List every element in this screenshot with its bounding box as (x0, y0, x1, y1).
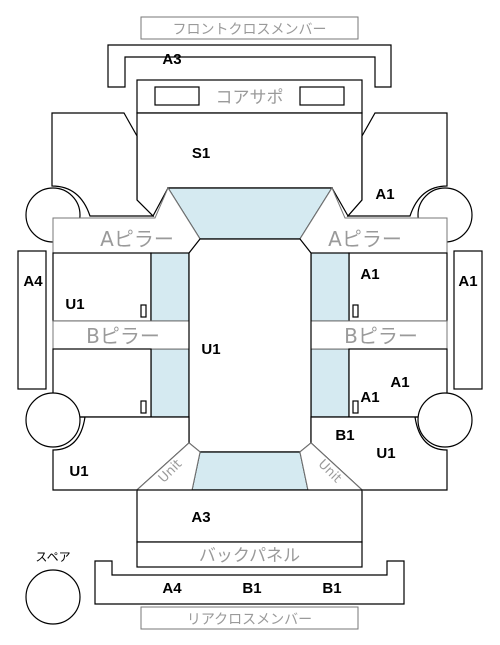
rear-left-window (150, 348, 190, 418)
front-left-window (150, 252, 190, 322)
left-side-code: A4 (23, 273, 43, 290)
roof-code: U1 (201, 341, 220, 358)
spare-tire (25, 569, 81, 625)
front-right-window (310, 252, 350, 322)
front-left-door-handle (140, 304, 147, 318)
rear-right-quarter-code-b: B1 (335, 427, 354, 444)
front-right-door-code: A1 (360, 266, 379, 283)
back-panel-label: バックパネル (199, 546, 300, 566)
rear-left-wheel (25, 392, 81, 448)
rear-bracket-code-right: B1 (322, 580, 341, 597)
front-cross-member-label: フロントクロスメンバー (173, 22, 327, 38)
hood-code: S1 (192, 145, 210, 162)
core-support-label: コアサポ (216, 88, 284, 108)
trunk-panel (136, 489, 363, 543)
left-side-strip (17, 250, 47, 390)
back-panel-box (136, 541, 363, 568)
rear-left-quarter-code: U1 (69, 463, 88, 480)
rear-right-window (310, 348, 350, 418)
rear-right-quarter-code-u: U1 (376, 445, 395, 462)
front-bracket (107, 44, 392, 88)
front-left-door (52, 252, 152, 322)
rear-right-door-code-2: A1 (360, 389, 379, 406)
a-pillar-right-label: Aピラー (328, 227, 402, 251)
right-side-code: A1 (458, 273, 477, 290)
core-support-left-hole (154, 86, 200, 106)
rear-right-door-code-1: A1 (390, 374, 409, 391)
front-right-door-handle (352, 304, 359, 318)
rear-cross-member-box (140, 606, 359, 630)
a-pillar-left-label: Aピラー (100, 227, 174, 251)
front-bracket-code: A3 (162, 51, 181, 68)
b-pillar-right (310, 320, 448, 350)
rear-left-door-handle (140, 400, 147, 414)
front-right-door (348, 252, 448, 322)
spare-label: スペア (35, 550, 70, 564)
rear-bracket-code-left: A4 (162, 580, 182, 597)
b-pillar-left-label: Bピラー (86, 324, 160, 348)
rear-bracket-code-mid: B1 (242, 580, 261, 597)
right-side-strip (453, 250, 483, 390)
core-support-right-hole (299, 86, 345, 106)
front-left-fender (51, 112, 155, 217)
front-cross-member-box (140, 16, 359, 40)
rear-bracket (94, 560, 405, 605)
b-pillar-right-label: Bピラー (344, 324, 418, 348)
front-right-fender-code: A1 (375, 186, 394, 203)
rear-right-door-handle (352, 400, 359, 414)
front-left-door-code: U1 (65, 296, 84, 313)
rear-window (191, 451, 309, 491)
front-right-fender (346, 112, 448, 217)
trunk-code: A3 (191, 509, 210, 526)
b-pillar-left (52, 320, 190, 350)
rear-right-wheel (417, 392, 473, 448)
rear-cross-member-label: リアクロスメンバー (187, 612, 312, 628)
